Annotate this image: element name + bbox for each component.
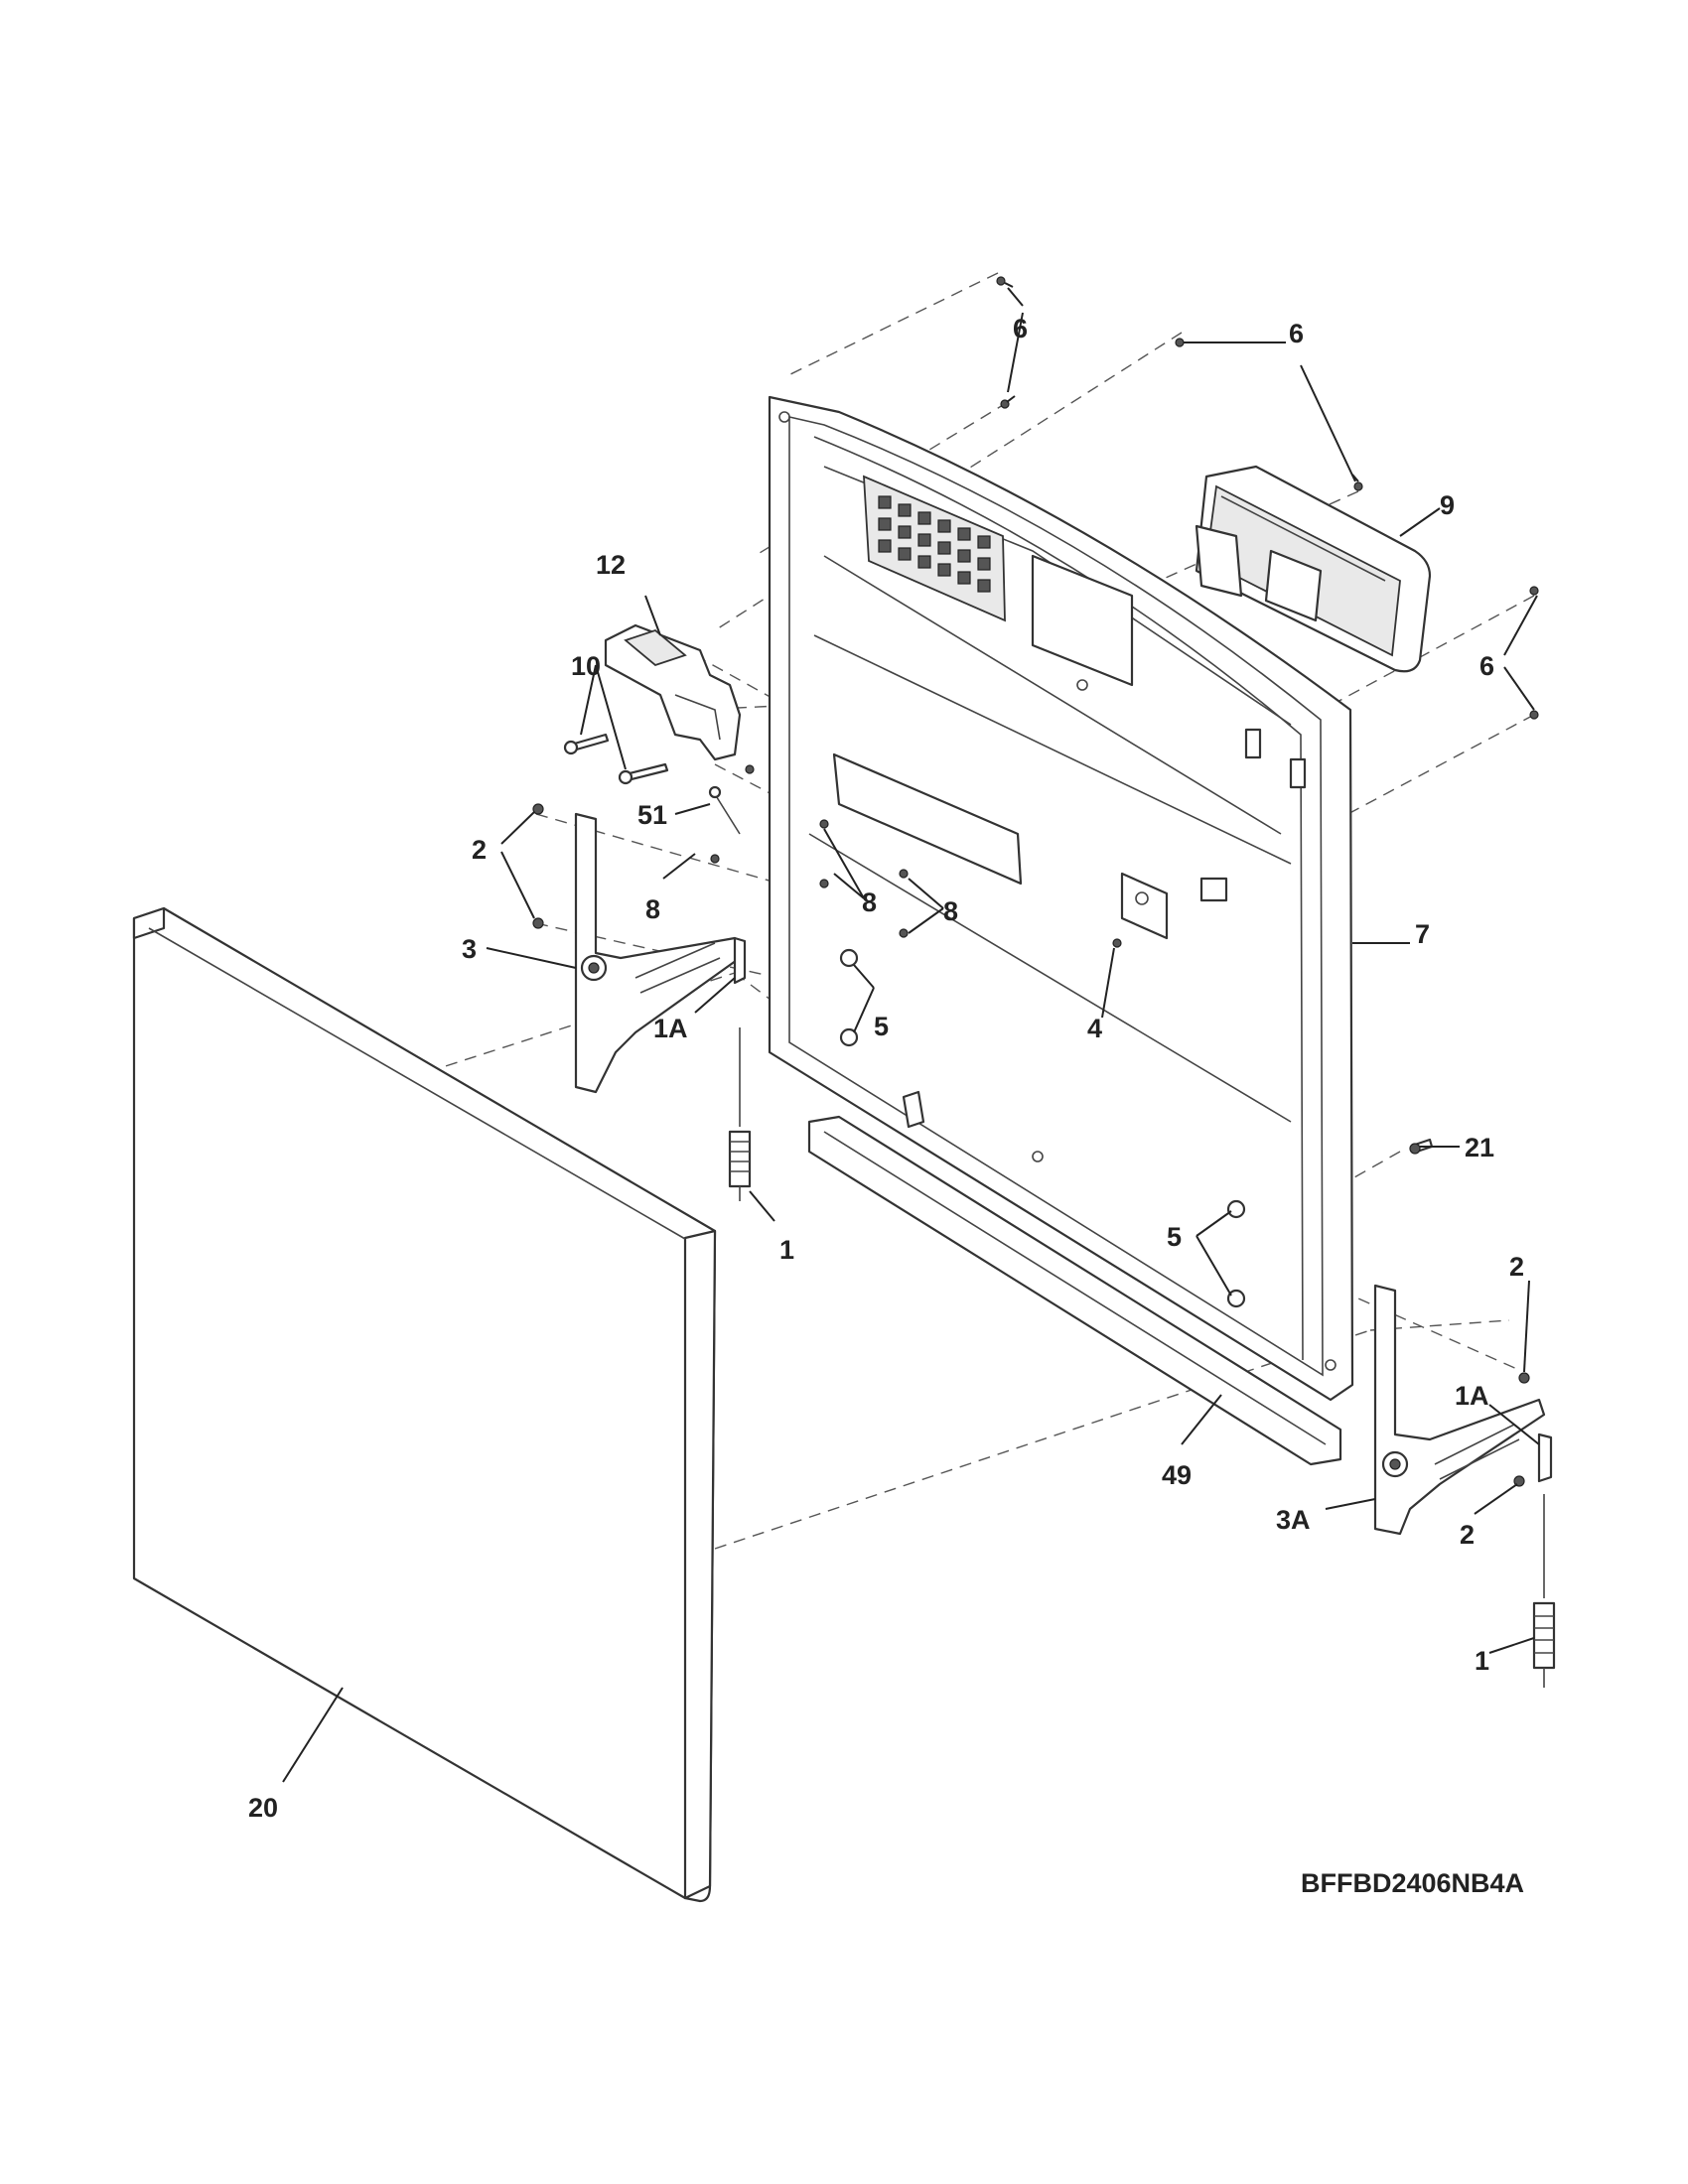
screw-8-c (819, 819, 829, 829)
callout-6-upper-right: 6 (1289, 319, 1304, 348)
callout-9: 9 (1440, 490, 1455, 520)
callout-20: 20 (248, 1793, 278, 1823)
screw-6-top-lower (1000, 395, 1016, 409)
screw-2-left-bottom (532, 917, 544, 929)
hinge-link-right (1537, 1433, 1553, 1483)
callout-3A: 3A (1276, 1505, 1311, 1535)
callout-3: 3 (462, 934, 477, 964)
callout-2-right-bottom: 2 (1460, 1520, 1475, 1550)
callout-21: 21 (1465, 1133, 1494, 1162)
screw-6-far-top (1529, 586, 1539, 596)
screw-6-far-bottom (1529, 710, 1539, 720)
screw-8-a (745, 764, 755, 774)
spring-left (728, 1027, 752, 1201)
callout-8-right-b: 8 (943, 896, 958, 926)
screw-8-f (899, 928, 909, 938)
nut-5-lower-a (1226, 1199, 1246, 1219)
callout-6-right: 6 (1479, 651, 1494, 681)
bottom-trim-strip (807, 1115, 1342, 1466)
nut-5-lower-b (1226, 1289, 1246, 1308)
outer-door-panel (132, 906, 717, 1903)
callout-6-top: 6 (1013, 314, 1028, 343)
hinge-left (574, 812, 742, 1094)
screw-10-a (563, 733, 610, 755)
screw-8-e (899, 869, 909, 879)
callout-12: 12 (596, 550, 626, 580)
callout-1-right: 1 (1475, 1646, 1489, 1676)
callout-5-upper: 5 (874, 1012, 889, 1041)
callout-1A-left: 1A (653, 1014, 688, 1043)
callout-1A-right: 1A (1455, 1381, 1489, 1411)
screw-6-top (996, 276, 1014, 288)
screw-6-right-top (1175, 338, 1192, 347)
callout-labels: 6 6 9 12 6 10 51 2 8 8 8 7 3 5 1A 4 21 5… (248, 314, 1524, 1898)
callout-4: 4 (1087, 1014, 1102, 1043)
spring-51 (708, 785, 741, 835)
callout-5-lower: 5 (1167, 1222, 1182, 1252)
callout-8-right-a: 8 (862, 887, 877, 917)
door-latch (604, 623, 742, 761)
callout-2-right-top: 2 (1509, 1252, 1524, 1282)
nut-5-upper-b (839, 1027, 859, 1047)
model-code: BFFBD2406NB4A (1301, 1868, 1524, 1898)
screw-10-b (618, 762, 669, 785)
inner-door-liner (768, 395, 1354, 1402)
hinge-link-left (733, 936, 747, 985)
screw-8-b (710, 854, 720, 864)
callout-2-left: 2 (472, 835, 487, 865)
callout-10: 10 (571, 651, 601, 681)
screws (532, 276, 1539, 1487)
spring-right (1532, 1494, 1556, 1688)
nut-5-upper-a (839, 948, 859, 968)
screw-4 (1112, 938, 1122, 948)
screw-2-right-top (1518, 1372, 1530, 1384)
leader-lines (282, 287, 1540, 1783)
callout-7: 7 (1415, 919, 1430, 949)
callout-8-left: 8 (645, 894, 660, 924)
callout-1-left: 1 (779, 1235, 794, 1265)
screw-2-left-top (532, 803, 544, 815)
screw-8-d (819, 879, 829, 888)
control-panel (1195, 465, 1432, 673)
callout-51: 51 (637, 800, 667, 830)
hinge-right (1373, 1284, 1546, 1536)
callout-49: 49 (1162, 1460, 1192, 1490)
